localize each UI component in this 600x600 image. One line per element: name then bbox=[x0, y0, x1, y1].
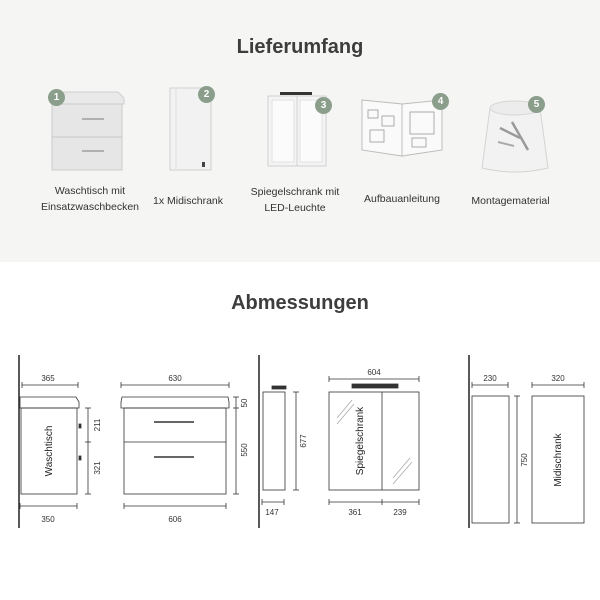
item-label-5: Montagematerial bbox=[471, 195, 550, 207]
badge-4: 4 bbox=[432, 93, 449, 110]
delivery-title: Lieferumfang bbox=[236, 36, 364, 58]
mirror-name: Spiegelschrank bbox=[355, 406, 366, 475]
vanity-height-lower: 321 bbox=[93, 461, 102, 475]
manual-image bbox=[361, 99, 443, 157]
front-height-total: 550 bbox=[240, 443, 249, 457]
vanity-depth-top: 365 bbox=[41, 374, 55, 383]
midi-height: 750 bbox=[520, 453, 529, 467]
item-label-1-line1: Waschtisch mit bbox=[54, 185, 126, 197]
vanity-depth-bottom: 350 bbox=[41, 515, 55, 524]
item-label-2: 1x Midischrank bbox=[152, 195, 224, 207]
vanity-unit-image bbox=[50, 91, 125, 171]
item-label-3: Spiegelschrank mit LED-Leuchte bbox=[240, 184, 350, 216]
item-label-3-line2: LED-Leuchte bbox=[264, 202, 326, 214]
delivery-illustrations bbox=[50, 87, 549, 173]
mirror-side-drawing bbox=[261, 385, 299, 505]
midi-name: Midischrank bbox=[553, 432, 564, 486]
vanity-height-upper: 211 bbox=[93, 418, 102, 431]
vanity-name: Waschtisch bbox=[44, 426, 55, 477]
badge-3: 3 bbox=[315, 97, 332, 114]
front-width-bottom: 606 bbox=[168, 515, 182, 524]
midi-depth: 230 bbox=[483, 374, 497, 383]
mirror-front-drawing bbox=[328, 376, 420, 505]
mirror-width-right: 239 bbox=[393, 508, 407, 517]
item-label-1: Waschtisch mit Einsatzwaschbecken bbox=[30, 183, 150, 215]
item-label-1-line2: Einsatzwaschbecken bbox=[40, 201, 140, 213]
mounting-bag-image bbox=[481, 100, 549, 173]
mirror-side-height: 677 bbox=[299, 434, 308, 448]
midi-width: 320 bbox=[551, 374, 565, 383]
mirror-side-depth: 147 bbox=[265, 508, 279, 517]
badge-1: 1 bbox=[48, 89, 65, 106]
dimensions-title: Abmessungen bbox=[231, 292, 369, 314]
mirror-width-left: 361 bbox=[348, 508, 362, 517]
mirror-width: 604 bbox=[367, 368, 381, 377]
item-label-3-line1: Spiegelschrank mit bbox=[250, 186, 340, 198]
front-width-top: 630 bbox=[168, 374, 182, 383]
vanity-side-drawing bbox=[19, 382, 91, 509]
badge-2: 2 bbox=[198, 86, 215, 103]
midi-cabinet-drawing bbox=[471, 382, 585, 524]
item-label-4: Aufbauanleitung bbox=[364, 193, 440, 205]
front-height-top: 50 bbox=[240, 398, 249, 407]
vanity-front-drawing bbox=[120, 382, 239, 509]
badge-5: 5 bbox=[528, 96, 545, 113]
